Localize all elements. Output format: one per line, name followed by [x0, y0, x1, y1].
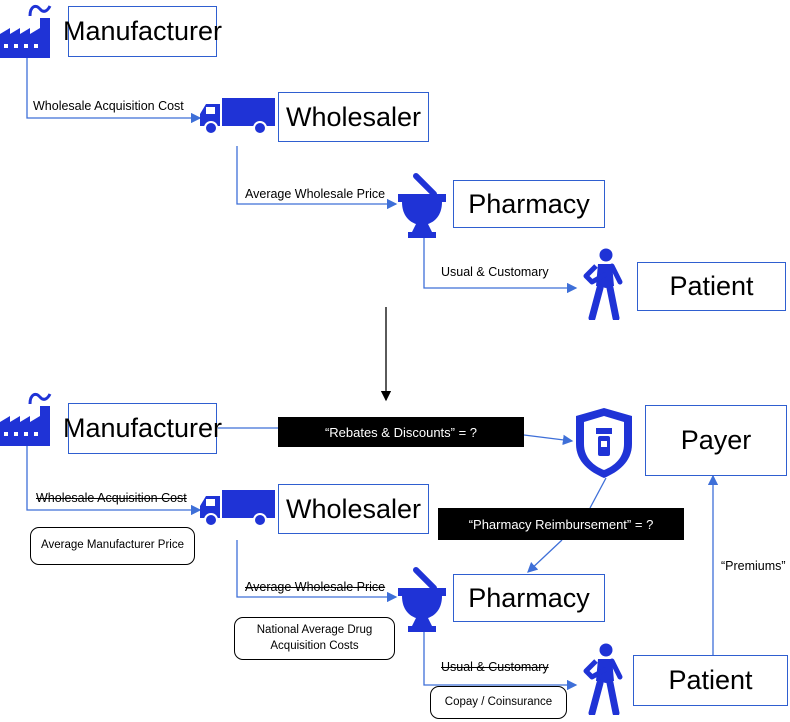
connector-rebates-payer: [523, 434, 574, 446]
rebates-label: “Rebates & Discounts” = ?: [278, 417, 524, 447]
manufacturer-box-bottom: Manufacturer: [63, 403, 222, 454]
shield-pill-icon: [576, 408, 632, 478]
wac-label-top: Wholesale Acquisition Cost: [33, 99, 184, 113]
nadac-box: National Average Drug Acquisition Costs: [234, 617, 395, 660]
copay-box: Copay / Coinsurance: [430, 686, 567, 719]
nadac-line2: Acquisition Costs: [270, 639, 359, 652]
uc-label-bottom: Usual & Customary: [441, 660, 549, 674]
pharmacy-box-bottom: Pharmacy: [453, 574, 605, 622]
patient-box-top: Patient: [637, 262, 786, 311]
premiums-label: “Premiums”: [721, 559, 786, 573]
truck-icon: [200, 490, 275, 527]
wholesaler-box-bottom: Wholesaler: [278, 484, 429, 534]
amp-box: Average Manufacturer Price: [30, 527, 195, 565]
payer-box: Payer: [645, 405, 787, 476]
factory-icon: [0, 4, 52, 58]
connector-reimb-pharmacy: [527, 539, 563, 573]
nadac-line1: National Average Drug: [256, 623, 373, 636]
connector-pharmacy-patient-bottom: [423, 630, 578, 691]
mortar-pestle-icon: [398, 173, 446, 238]
injured-person-icon: [583, 248, 623, 320]
connector-wholesaler-pharmacy-bottom: [236, 540, 398, 603]
mortar-pestle-icon: [398, 567, 446, 632]
wac-label-bottom: Wholesale Acquisition Cost: [36, 491, 187, 505]
truck-icon: [200, 98, 275, 135]
patient-box-bottom: Patient: [633, 655, 788, 706]
connector-payer-reimb: [589, 477, 607, 509]
connector-pharmacy-patient-top: [423, 236, 578, 294]
wholesaler-box-top: Wholesaler: [278, 92, 429, 142]
connector-mfr-wholesaler-top: [26, 58, 202, 124]
pharmacy-box-top: Pharmacy: [453, 180, 605, 228]
awp-label-bottom: Average Wholesale Price: [245, 580, 386, 594]
reimbursement-label: “Pharmacy Reimbursement” = ?: [438, 508, 684, 540]
connector-wholesaler-pharmacy-top: [236, 146, 398, 210]
manufacturer-box-top: Manufacturer: [63, 6, 222, 57]
uc-label-top: Usual & Customary: [441, 265, 549, 279]
awp-label-top: Average Wholesale Price: [245, 187, 386, 201]
connector-mfr-wholesaler-bottom: [26, 446, 202, 516]
injured-person-icon: [583, 643, 623, 715]
factory-icon: [0, 392, 52, 446]
